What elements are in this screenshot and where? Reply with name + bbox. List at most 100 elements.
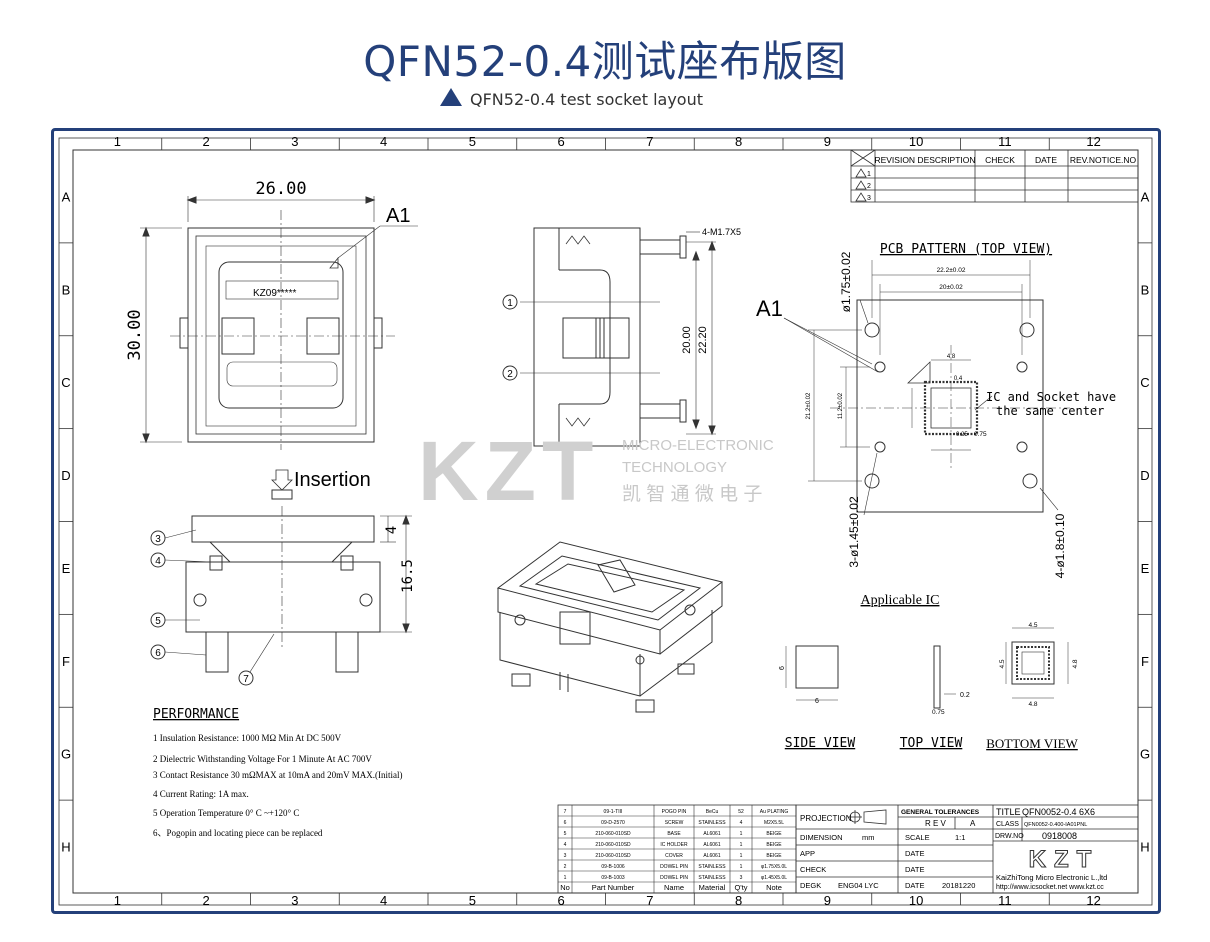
bom-cell: 09-D-2570	[601, 820, 625, 826]
class-value: QFN0052-0.400-IA01PNL	[1024, 822, 1087, 828]
rev-col-date: DATE	[1035, 155, 1057, 165]
bom-cell: M2X5.5L	[764, 820, 784, 826]
grid-col-top: 12	[1086, 134, 1100, 149]
pcb-center-note-1: IC and Socket have	[986, 390, 1116, 404]
pcb-dim-0-4: 0.4	[954, 376, 963, 382]
dim-22: 22.20	[697, 326, 709, 354]
bom-cell: 09-B-1003	[601, 875, 625, 881]
grid-col-bottom: 10	[909, 893, 923, 908]
bom-cell: STAINLESS	[698, 820, 726, 826]
grid-col-top: 4	[380, 134, 387, 149]
grid-col-bottom: 8	[735, 893, 742, 908]
grid-col-bottom: 3	[291, 893, 298, 908]
bom-cell: 09-B-1006	[601, 864, 625, 870]
socket-3d-view	[496, 541, 724, 713]
balloon-5: 5	[155, 616, 161, 627]
performance-item: 3 Contact Resistance 30 mΩMAX at 10mA an…	[153, 770, 403, 780]
rev-col-notice: REV.NOTICE.NO	[1070, 155, 1137, 165]
socket-top-view	[140, 196, 418, 450]
bom-header-cell: Note	[766, 883, 782, 892]
bom-cell: BEIGE	[766, 831, 782, 837]
company-logo: KZT	[1029, 846, 1100, 873]
top-height-dim: 30.00	[125, 309, 145, 360]
grid-col-bottom: 2	[203, 893, 210, 908]
ic-dim-4-5-left: 4.5	[999, 659, 1006, 668]
date-label-2: DATE	[905, 865, 924, 874]
bom-cell: BASE	[667, 831, 681, 837]
bom-cell: 3	[740, 875, 743, 881]
grid-row-right: D	[1140, 468, 1149, 483]
bom-cell: AL6061	[703, 853, 720, 859]
ic-dim-6-v: 6	[779, 666, 786, 670]
bom-cell: DOWEL PIN	[660, 875, 688, 881]
watermark-logo: KZT	[418, 424, 599, 518]
rev-label: R E V	[925, 819, 947, 828]
bom-cell: BEIGE	[766, 842, 782, 848]
title-block	[795, 804, 1139, 894]
bom-header-cell: Part Number	[592, 883, 635, 892]
bom-cell: 6	[564, 820, 567, 826]
performance-item: 2 Dielectric Withstanding Voltage For 1 …	[153, 754, 372, 764]
ic-dim-0-2: 0.2	[960, 692, 970, 699]
general-tolerances: GENERAL TOLERANCES	[901, 809, 980, 816]
grid-row-left: F	[62, 654, 70, 669]
grid-row-right: G	[1140, 747, 1150, 762]
watermark-en-2: TECHNOLOGY	[622, 459, 727, 476]
bom-cell: IC HOLDER	[660, 842, 688, 848]
kzt-watermark: KZT MICRO-ELECTRONIC TECHNOLOGY 凯 智 通 微 …	[418, 424, 774, 518]
balloon-2: 2	[507, 369, 513, 380]
socket-front-view	[150, 469, 412, 686]
pcb-a1-label: A1	[756, 296, 783, 321]
projection-label: PROJECTION	[800, 814, 852, 823]
grid-row-right: F	[1141, 654, 1149, 669]
grid-col-bottom: 7	[646, 893, 653, 908]
applicable-ic-title: Applicable IC	[861, 593, 940, 608]
drawing-frame	[51, 128, 1161, 914]
bom-cell: 1	[740, 831, 743, 837]
grid-row-left: B	[62, 282, 71, 297]
grid-row-left: C	[61, 375, 70, 390]
grid-row-left: A	[62, 189, 71, 204]
bom-cell: 4	[740, 820, 743, 826]
grid-col-top: 2	[203, 134, 210, 149]
grid-row-right: E	[1141, 561, 1150, 576]
rev-col-desc: REVISION DESCRIPTION	[874, 155, 975, 165]
title-label: TITLE	[996, 807, 1021, 817]
performance-item: 5 Operation Temperature 0° C ~+120° C	[153, 808, 299, 818]
ic-dim-6-h: 6	[815, 698, 819, 705]
app-label: APP	[800, 849, 815, 858]
grid-col-top: 11	[998, 134, 1012, 149]
bottom-view-label: BOTTOM VIEW	[986, 736, 1078, 751]
page-title: QFN52-0.4测试座布版图	[363, 37, 847, 86]
bom-cell: 210-060-010SD	[595, 831, 631, 837]
bom-cell: φ1.75X5.0L	[761, 864, 787, 870]
bom-cell: 210-060-010SD	[595, 842, 631, 848]
rev-col-check: CHECK	[985, 155, 1015, 165]
scale-value: 1:1	[955, 833, 965, 842]
grid-row-left: D	[61, 468, 70, 483]
drw-label: DRW.NO	[995, 833, 1024, 840]
balloon-6: 6	[155, 648, 161, 659]
grid-col-bottom: 9	[824, 893, 831, 908]
pcb-dim-0-75: 0.75	[974, 431, 987, 438]
bom-header-cell: No	[560, 883, 570, 892]
bom-cell: 210-060-010SD	[595, 853, 631, 859]
bom-cell: COVER	[665, 853, 683, 859]
grid-row-right: A	[1141, 189, 1150, 204]
grid-col-bottom: 5	[469, 893, 476, 908]
bom-cell: 3	[564, 853, 567, 859]
bom-cell: POGO PIN	[662, 809, 687, 815]
performance-item: 6、Pogopin and locating piece can be repl…	[153, 828, 323, 838]
grid-col-top: 9	[824, 134, 831, 149]
unit-label: mm	[862, 833, 875, 842]
top-a1-label: A1	[386, 205, 410, 227]
performance-item: 4 Current Rating: 1A max.	[153, 789, 249, 799]
bom-cell: BEIGE	[766, 853, 782, 859]
performance-list: 1 Insulation Resistance: 1000 MΩ Min At …	[153, 733, 403, 838]
pcb-title: PCB PATTERN (TOP VIEW)	[880, 242, 1052, 257]
bom-cell: φ1.45X5.0L	[761, 875, 787, 881]
grid-row-left: E	[62, 561, 71, 576]
pcb-center-note-2: the same center	[996, 404, 1104, 418]
rev-row-2: 2	[867, 183, 871, 190]
